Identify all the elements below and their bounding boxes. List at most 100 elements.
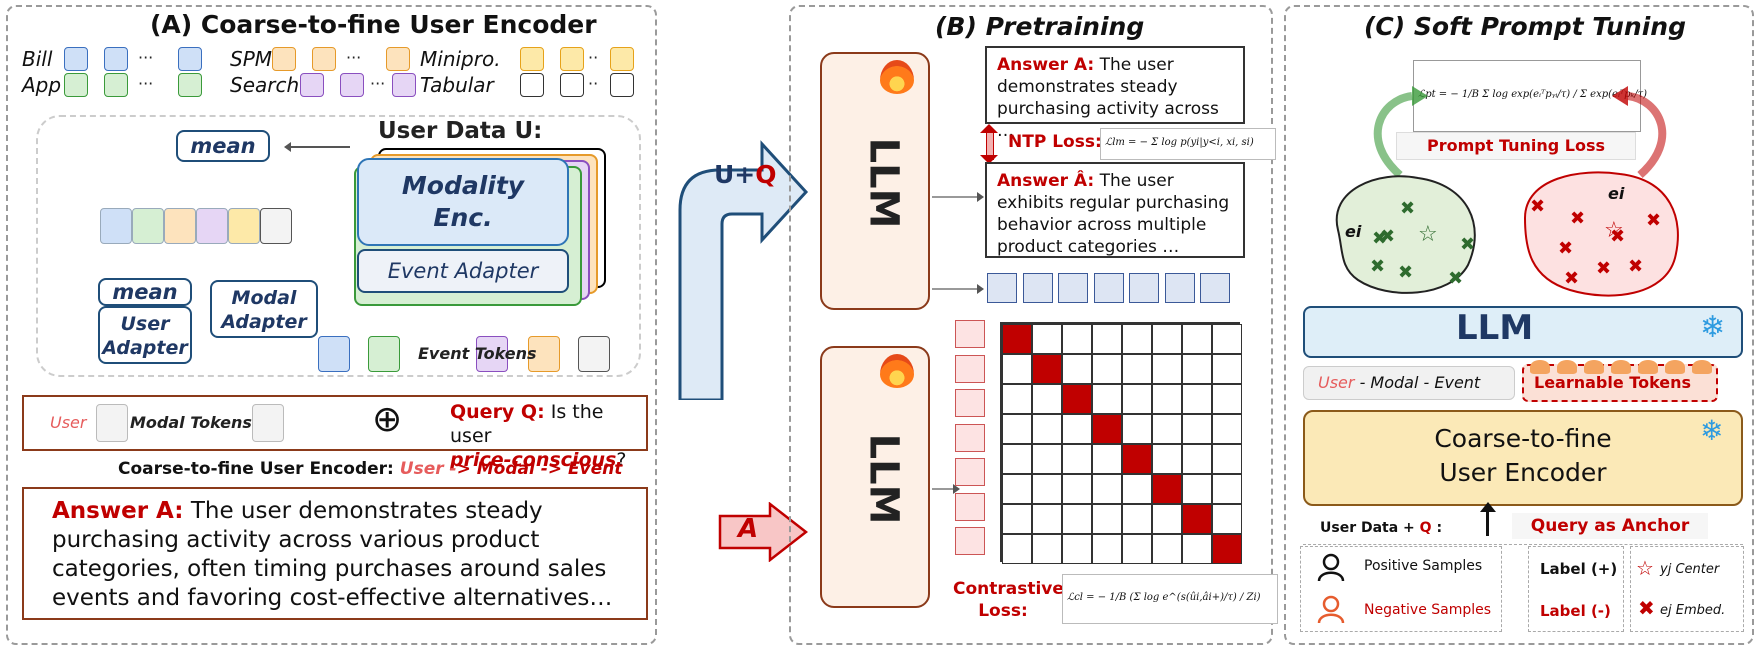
grid-cell bbox=[1062, 534, 1092, 564]
grid-cell bbox=[1122, 354, 1152, 384]
grid-cell-positive bbox=[1032, 354, 1062, 384]
answer-token bbox=[1200, 273, 1230, 303]
query-body: Is the user bbox=[450, 401, 604, 447]
negative-person-icon bbox=[1317, 595, 1345, 624]
event-tokens-label: Event Tokens bbox=[418, 344, 537, 363]
x-mark-icon: ✖ bbox=[1638, 596, 1655, 620]
user-data-q: User Data + Q : bbox=[1320, 520, 1442, 536]
contrastive-row-token bbox=[955, 458, 985, 486]
yj-center-label: yj Center bbox=[1660, 562, 1720, 577]
event-token-strip bbox=[318, 330, 636, 374]
spm-event-square bbox=[312, 47, 336, 71]
modality-minipro: Minipro. bbox=[420, 47, 501, 71]
grid-cell-positive bbox=[1182, 504, 1212, 534]
grid-cell bbox=[1062, 504, 1092, 534]
mean-left-box: mean bbox=[98, 278, 192, 306]
grid-cell bbox=[1122, 384, 1152, 414]
grid-cell bbox=[1062, 414, 1092, 444]
modal-token bbox=[132, 208, 164, 244]
llm-bar bbox=[1303, 306, 1743, 358]
bill-event-square bbox=[64, 47, 88, 71]
bill-dots: ··· bbox=[138, 48, 154, 67]
modal-token bbox=[96, 404, 128, 442]
bill-event-square bbox=[104, 47, 128, 71]
label-pos: Label (+) bbox=[1540, 560, 1618, 578]
udq-q: Q bbox=[1419, 520, 1432, 536]
grid-cell bbox=[1182, 354, 1212, 384]
answer2-prefix: Answer Â: bbox=[997, 171, 1095, 191]
legend-labels bbox=[1528, 546, 1624, 632]
answer-token bbox=[1022, 273, 1053, 303]
grid-cell bbox=[1212, 414, 1242, 444]
panel-c-title: (C) Soft Prompt Tuning bbox=[1364, 12, 1686, 41]
ntp-loss-label: NTP Loss: bbox=[1008, 132, 1102, 152]
grid-cell bbox=[1002, 414, 1032, 444]
user-adapter-box: User Adapter bbox=[98, 306, 192, 364]
legend-samples bbox=[1300, 546, 1502, 632]
curve-arrows bbox=[1373, 86, 1667, 179]
grid-cell bbox=[1212, 504, 1242, 534]
legend-box bbox=[1303, 544, 1743, 632]
llm-bottom-box bbox=[820, 346, 930, 608]
pt-formula: ℒpt = − 1/B Σ log exp(eᵢᵀpᵧᵢ/τ) / Σ exp(… bbox=[1413, 60, 1647, 132]
modality-bill: Bill bbox=[22, 47, 53, 71]
encoder-caption-rest: > Modal -> Event bbox=[456, 459, 623, 479]
grid-cell bbox=[1092, 504, 1122, 534]
flame-icon bbox=[880, 60, 914, 94]
learnable-token bbox=[1665, 360, 1685, 374]
modal-token bbox=[228, 208, 260, 244]
udq-colon: : bbox=[1436, 520, 1443, 536]
user-token-label: User bbox=[50, 413, 87, 432]
contrastive-row-token bbox=[955, 320, 985, 348]
encoder-box bbox=[1303, 410, 1743, 506]
event-adapter-text: Event Adapter bbox=[387, 259, 539, 283]
ume-user: User bbox=[1318, 373, 1355, 392]
panel-a-title: (A) Coarse-to-fine User Encoder bbox=[150, 10, 597, 39]
contrastive-grid bbox=[1000, 322, 1242, 564]
grid-cell bbox=[1212, 354, 1242, 384]
panel-c bbox=[1284, 5, 1754, 645]
grid-cell bbox=[1092, 324, 1122, 354]
grid-cell-positive bbox=[1152, 474, 1182, 504]
grid-cell bbox=[1002, 384, 1032, 414]
modal-adapter-text: Modal Adapter bbox=[221, 287, 307, 333]
cluster-x-mark: ✖ bbox=[1460, 234, 1476, 255]
grid-cell bbox=[1152, 324, 1182, 354]
learnable-token bbox=[1638, 360, 1658, 374]
ntp-formula: ℒlm = − Σ log p(yi|y<i, xi, si) bbox=[1100, 128, 1276, 160]
answer2-box: Answer Â: The user exhibits regular purc… bbox=[985, 162, 1245, 258]
user-data-label: User Data U: bbox=[378, 118, 543, 144]
search-event-square bbox=[340, 73, 364, 97]
cluster-x-mark: ✖ bbox=[1564, 268, 1580, 289]
cluster-x-mark: ✖ bbox=[1610, 226, 1626, 247]
contrastive-row-token bbox=[955, 527, 985, 555]
grid-cell bbox=[1032, 504, 1062, 534]
learnable-token bbox=[1530, 360, 1550, 374]
snowflake-icon: ❄ bbox=[1700, 414, 1724, 447]
event-adapter-box: Event Adapter bbox=[357, 249, 569, 293]
minipro-dots: ·· bbox=[588, 48, 599, 67]
grid-cell bbox=[1062, 354, 1092, 384]
grid-cell bbox=[1092, 354, 1122, 384]
cl-formula: ℒcl = − 1/B (Σ log e^(s(ûi,âi+)/τ) / Zi) bbox=[1062, 574, 1278, 624]
negative-cluster bbox=[1523, 171, 1679, 297]
tabular-event-square bbox=[520, 73, 544, 97]
learnable-token bbox=[1611, 360, 1631, 374]
panel-a bbox=[6, 5, 657, 645]
grid-cell bbox=[1152, 444, 1182, 474]
grid-cell bbox=[1122, 504, 1152, 534]
app-event-square bbox=[104, 73, 128, 97]
answer-token bbox=[987, 273, 1017, 303]
contrastive-row-token bbox=[955, 492, 985, 521]
event-token bbox=[318, 336, 350, 372]
cluster-x-mark: ✖ bbox=[1628, 256, 1644, 277]
cluster-x-mark: ✖ bbox=[1380, 226, 1396, 247]
answer1-prefix: Answer A: bbox=[997, 55, 1095, 75]
learnable-token bbox=[1584, 360, 1604, 374]
cluster-x-mark: ✖ bbox=[1646, 210, 1662, 231]
grid-cell bbox=[1182, 324, 1212, 354]
modal-tokens-label: Modal Tokens bbox=[130, 413, 252, 432]
learnable-tokens-label: Learnable Tokens bbox=[1534, 373, 1692, 392]
grid-cell bbox=[1122, 324, 1152, 354]
search-event-square bbox=[300, 73, 324, 97]
